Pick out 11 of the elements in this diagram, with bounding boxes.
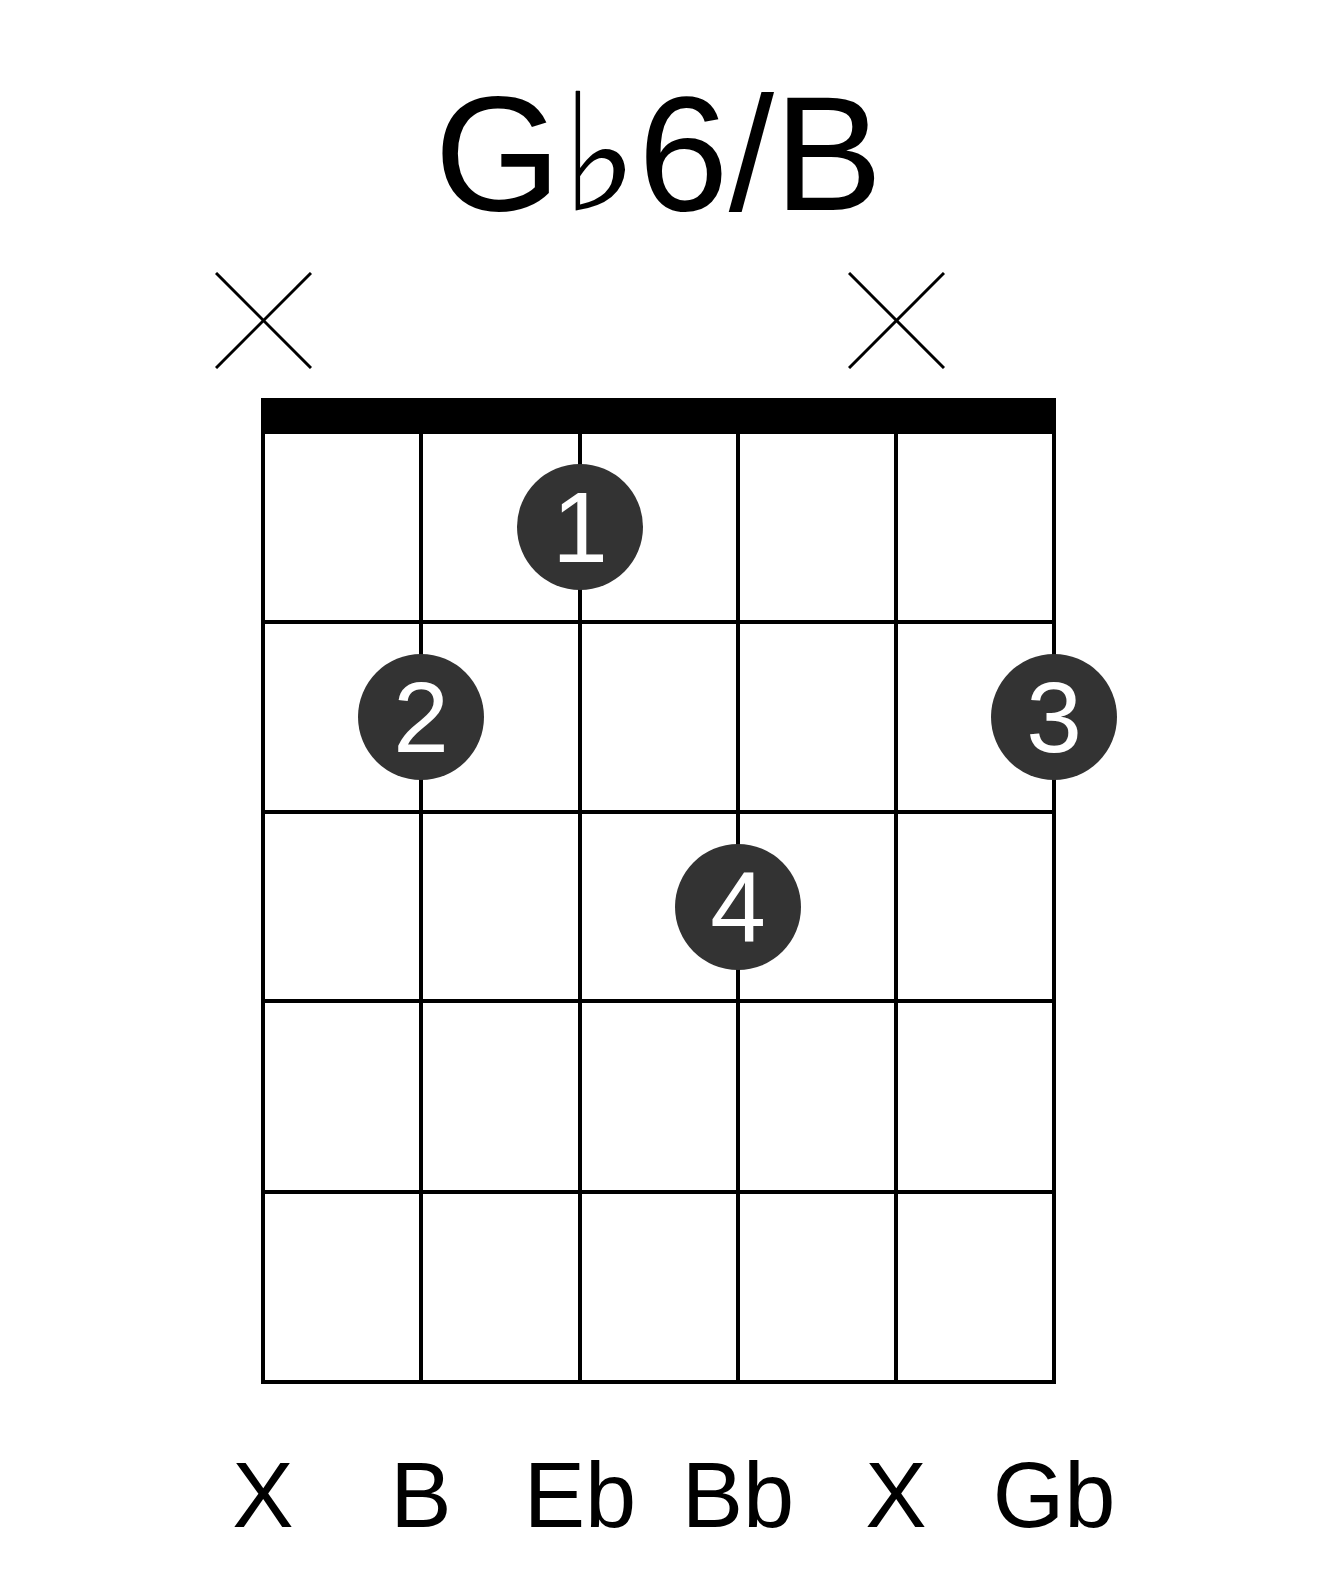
string-note-label: Gb: [992, 1449, 1116, 1541]
finger-number: 4: [710, 856, 766, 957]
string-note-label: B: [390, 1449, 452, 1541]
string-note-label: Eb: [523, 1449, 637, 1541]
string-note-label: X: [232, 1449, 294, 1541]
string-note-label: X: [865, 1449, 927, 1541]
string-note-label: Bb: [681, 1449, 795, 1541]
chord-title: G♭6/B: [434, 72, 883, 235]
finger-number: 2: [393, 667, 449, 767]
finger-number: 3: [1026, 667, 1082, 767]
finger-number: 1: [552, 477, 608, 577]
